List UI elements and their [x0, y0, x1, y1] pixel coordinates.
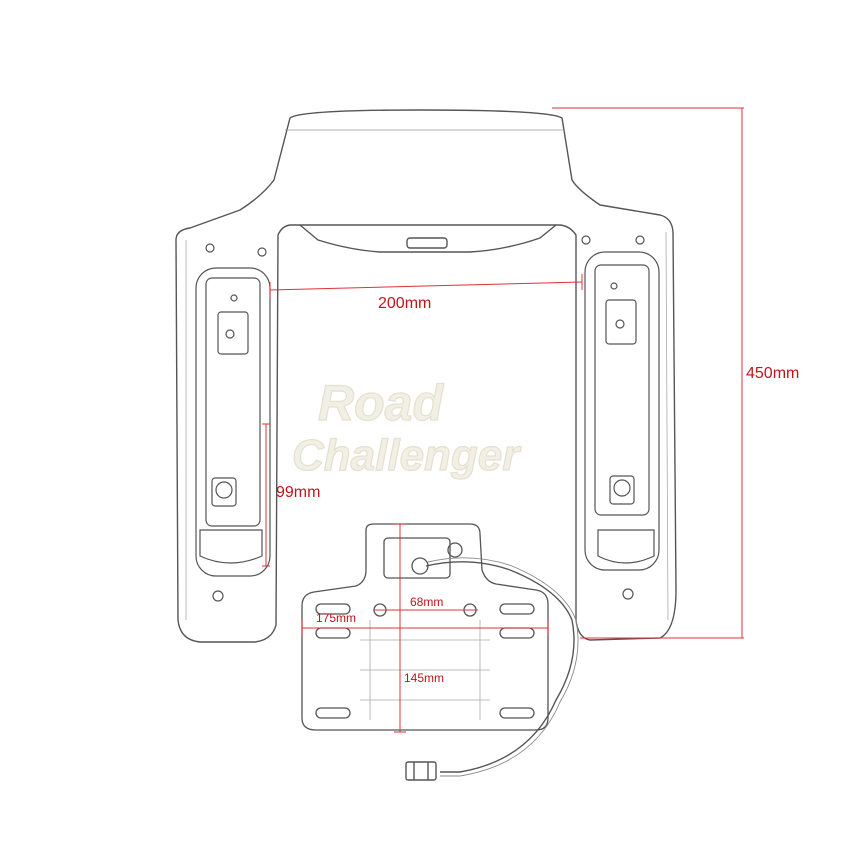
dimension-lines	[262, 107, 744, 733]
left-light-housing	[195, 243, 271, 602]
connector	[405, 761, 437, 781]
plate-height-dimension-label: 145mm	[404, 671, 444, 685]
inner-width-dimension-label: 200mm	[378, 295, 431, 312]
watermark-line-1: Road	[318, 375, 444, 431]
right-light-housing	[581, 235, 660, 600]
dimension-labels: 450mm 200mm 99mm 175mm 68mm 145mm	[276, 295, 799, 685]
height-dimension-label: 450mm	[746, 365, 799, 382]
hole-spacing-dimension-label: 68mm	[410, 595, 443, 609]
watermark: Road Challenger	[291, 374, 522, 480]
watermark-line-2: Challenger	[292, 431, 522, 480]
wire-harness	[405, 557, 579, 781]
license-plate-bracket	[301, 523, 549, 731]
slot-length-dimension-label: 99mm	[276, 484, 320, 501]
plate-width-dimension-label: 175mm	[316, 611, 356, 625]
